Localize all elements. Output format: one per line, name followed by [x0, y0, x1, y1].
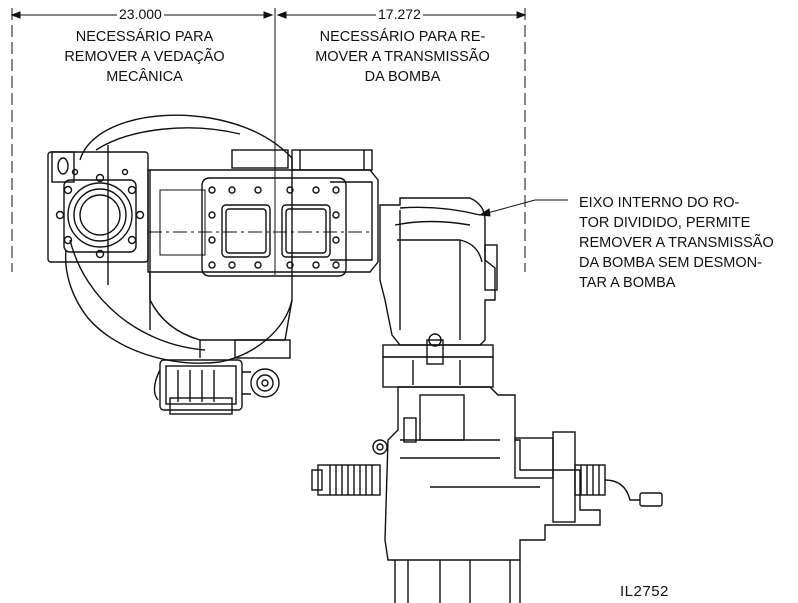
main-body [147, 169, 379, 273]
valve-accessory [153, 359, 280, 415]
note-line: DA BOMBA SEM DESMON- [579, 255, 762, 271]
right-spline-shaft [574, 464, 663, 507]
note-split-shaft: EIXO INTERNO DO RO- TOR DIVIDIDO, PERMIT… [579, 193, 774, 293]
note-drive-removal: NECESSÁRIO PARA RE- MOVER A TRANSMISSÃO … [300, 27, 505, 87]
left-spline-shaft [311, 464, 381, 496]
note-line: REMOVER A VEDAÇÃO [64, 49, 225, 65]
pump-volute [64, 114, 293, 364]
leader-line [478, 199, 568, 217]
dimension-value-right: 17.272 [376, 6, 423, 22]
note-line: DA BOMBA [364, 69, 441, 85]
note-seal-removal: NECESSÁRIO PARA REMOVER A VEDAÇÃO MECÂNI… [52, 27, 237, 87]
gearbox [372, 386, 601, 561]
note-line: EIXO INTERNO DO RO- [579, 195, 740, 211]
note-line: TAR A BOMBA [579, 275, 676, 291]
inspection-cover [201, 177, 347, 277]
drawing-code: IL2752 [620, 583, 669, 600]
dimension-value-left: 23.000 [117, 6, 164, 22]
note-line: TOR DIVIDIDO, PERMITE [579, 215, 751, 231]
drive-housing-top [379, 197, 498, 346]
suction-flange [47, 151, 149, 263]
coupling [382, 333, 494, 388]
note-line: NECESSÁRIO PARA [75, 29, 214, 45]
top-bracket [231, 149, 373, 171]
note-line: NECESSÁRIO PARA RE- [319, 29, 486, 45]
note-line: REMOVER A TRANSMISSÃO [579, 235, 774, 251]
note-line: MECÂNICA [106, 69, 183, 85]
pedestal [394, 560, 521, 603]
note-line: MOVER A TRANSMISSÃO [315, 49, 490, 65]
volute-base [149, 272, 293, 359]
